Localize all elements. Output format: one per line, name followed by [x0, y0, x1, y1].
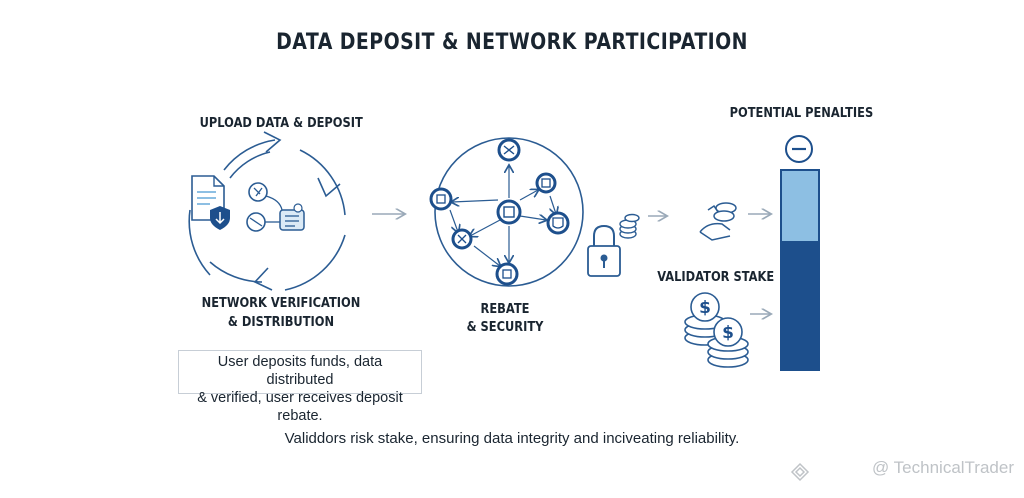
- dollar-icon-2: $: [722, 323, 734, 343]
- network-node-right-top: [535, 172, 557, 194]
- footer-caption: Validdors risk stake, ensuring data inte…: [284, 430, 740, 447]
- summary-note-line2: & verified, user receives deposit rebate…: [197, 390, 403, 424]
- network-nodes-icon: [246, 182, 305, 232]
- rebate-label-line2: & SECURITY: [466, 320, 544, 335]
- summary-note-line1: User deposits funds, data distributed: [217, 354, 383, 388]
- network-links: [450, 166, 556, 266]
- document-shield-icon: [191, 175, 230, 230]
- stake-bar: [780, 169, 820, 371]
- stake-bar-stake-segment: [780, 241, 820, 371]
- dollar-icon: $: [699, 298, 711, 318]
- network-node-left: [429, 187, 453, 211]
- penalty-minus-icon: [785, 135, 813, 163]
- small-coin-stack-icon: [619, 213, 640, 239]
- stake-bar-penalty-segment: [780, 169, 820, 243]
- watermark-logo-icon: [790, 462, 810, 482]
- network-node-bottom: [495, 262, 519, 286]
- cycle-arrows: [188, 131, 346, 291]
- upload-data-label: UPLOAD DATA & DEPOSIT: [199, 116, 363, 131]
- network-circle: [434, 137, 584, 287]
- network-node-top: [497, 138, 521, 162]
- network-verification-label-line2: & DISTRIBUTION: [227, 315, 335, 330]
- network-node-bottom-left: [451, 228, 473, 250]
- network-node-center: [496, 199, 522, 225]
- lock-icon: [587, 224, 621, 277]
- hand-coins-icon: [699, 202, 737, 241]
- page-title: DATA DEPOSIT & NETWORK PARTICIPATION: [276, 30, 748, 55]
- validator-stake-label: VALIDATOR STAKE: [657, 270, 775, 285]
- summary-note: User deposits funds, data distributed & …: [178, 350, 422, 424]
- network-node-right: [546, 211, 570, 235]
- network-verification-label-line1: NETWORK VERIFICATION: [201, 296, 361, 311]
- validator-coin-stack-icon: [684, 292, 749, 368]
- rebate-label-line1: REBATE: [480, 302, 530, 317]
- potential-penalties-label: POTENTIAL PENALTIES: [729, 106, 874, 121]
- watermark: @ TechnicalTrader: [872, 458, 1014, 477]
